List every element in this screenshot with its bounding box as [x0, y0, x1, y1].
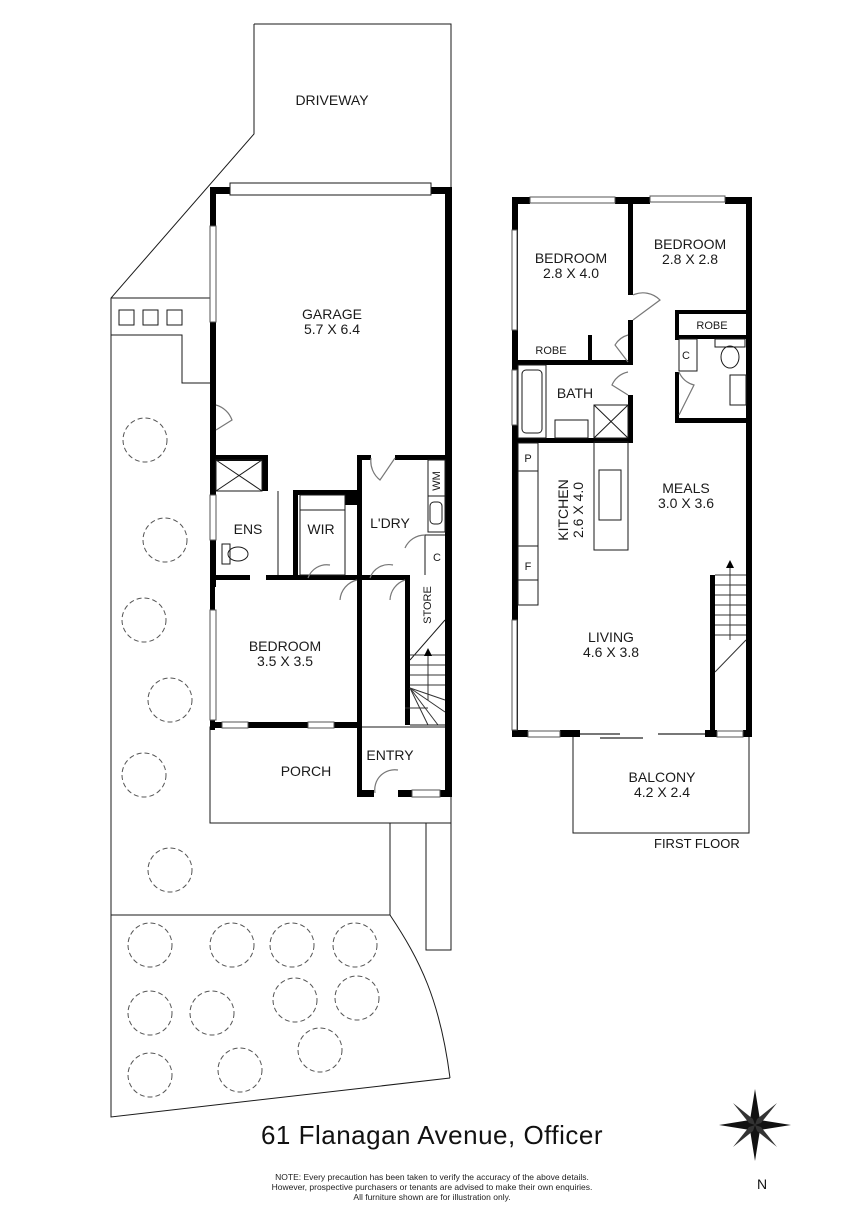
room-size-bedroom-1: 2.8 X 4.0 [542, 265, 600, 281]
trees [121, 417, 380, 1098]
note-line: NOTE: Every precaution has been taken to… [275, 1172, 589, 1182]
room-size-meals: 3.0 X 3.6 [657, 495, 715, 511]
room-size-bedroom-2: 2.8 X 2.8 [661, 251, 719, 267]
room-size-bedroom-ground: 3.5 X 3.5 [256, 653, 314, 669]
room-label-cupboard: C [433, 552, 441, 564]
disclaimer-note: NOTE: Every precaution has been taken to… [272, 1172, 593, 1202]
room-label-store: STORE [422, 586, 434, 624]
room-label-cupboard-first: C [682, 350, 690, 362]
room-label-bath: BATH [556, 385, 594, 401]
floor-label-first: FIRST FLOOR [654, 836, 740, 851]
room-label-robe-2: ROBE [696, 320, 728, 332]
room-label-pantry: P [524, 453, 532, 465]
room-size-balcony: 4.2 X 2.4 [633, 784, 691, 800]
room-label-meals: MEALS [662, 480, 710, 496]
room-label-living: LIVING [588, 629, 634, 645]
site-boundary [110, 23, 452, 1118]
room-label-washing-machine: WM [431, 471, 443, 491]
room-size-kitchen: 2.6 X 4.0 [570, 481, 586, 539]
room-label-fridge: F [524, 561, 532, 573]
ground-floor-walls [210, 187, 452, 797]
note-line: However, prospective purchasers or tenan… [271, 1182, 593, 1192]
room-label-kitchen: KITCHEN [555, 479, 571, 541]
room-label-balcony: BALCONY [628, 769, 696, 785]
property-address: 61 Flanagan Avenue, Officer [260, 1120, 604, 1150]
room-label-bedroom-2: BEDROOM [653, 236, 727, 252]
room-label-bedroom-ground: BEDROOM [248, 638, 322, 654]
room-label-garage: GARAGE [302, 306, 362, 322]
first-floor-walls [512, 197, 752, 737]
room-label-driveway: DRIVEWAY [295, 92, 369, 108]
room-label-ens: ENS [233, 521, 263, 537]
note-line: All furniture shown are for illustration… [353, 1192, 511, 1202]
room-label-porch: PORCH [280, 763, 332, 779]
room-label-robe-1: ROBE [535, 345, 567, 357]
room-label-wir: WIR [307, 521, 335, 537]
room-label-laundry: L'DRY [370, 515, 410, 531]
room-size-garage: 5.7 X 6.4 [303, 321, 361, 337]
garage-door [229, 182, 432, 196]
bin-squares [118, 309, 183, 326]
compass-rose-icon [719, 1089, 791, 1161]
room-size-living: 4.6 X 3.8 [582, 644, 640, 660]
room-label-bedroom-1: BEDROOM [534, 250, 608, 266]
room-label-entry: ENTRY [366, 747, 414, 763]
compass-north-label: N [757, 1176, 768, 1192]
